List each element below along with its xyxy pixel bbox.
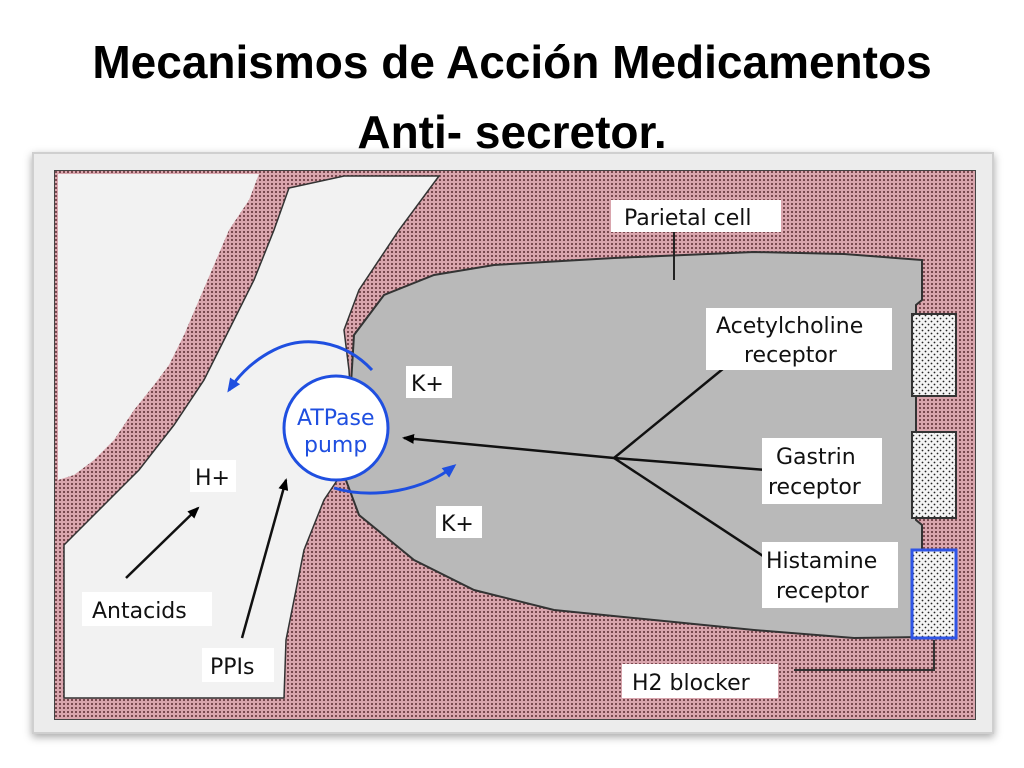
gastrin-label-box — [762, 438, 882, 504]
histamine-label-line2: receptor — [776, 579, 870, 604]
parietal-cell-label-box — [611, 200, 781, 232]
histamine-receptor-block — [910, 548, 958, 640]
k-plus-top-box — [406, 366, 452, 398]
signal-to-pump-arrow — [402, 433, 615, 460]
acetylcholine-label-line2: receptor — [744, 343, 838, 368]
acetylcholine-receptor-block — [911, 313, 957, 397]
antacids-label-box — [82, 592, 212, 626]
gastric-lumen — [63, 175, 441, 699]
acetylcholine-label-line1: Acetylcholine — [716, 314, 863, 339]
h2-blocker-pointer — [794, 640, 935, 671]
acetylcholine-label-box — [706, 308, 892, 370]
k-in-arrow — [227, 340, 374, 393]
atpase-label-line2: pump — [304, 433, 367, 458]
ppis-label-box — [202, 648, 274, 682]
histamine-signal-line — [613, 456, 767, 560]
ppis-label: PPIs — [210, 655, 254, 680]
parietal-cell-diagram: Parietal cell Acetylcholine receptor Gas… — [54, 170, 976, 720]
antacids-label: Antacids — [92, 599, 187, 624]
h-plus-label: H+ — [195, 466, 230, 491]
k-out-arrow — [333, 464, 457, 495]
histamine-label-box — [762, 542, 898, 608]
h2-blocker-label: H2 blocker — [632, 671, 751, 696]
histamine-label-line1: Histamine — [766, 549, 877, 574]
k-plus-bottom-box — [436, 506, 482, 538]
h-plus-box — [190, 460, 236, 492]
diagram-frame: Parietal cell Acetylcholine receptor Gas… — [32, 152, 994, 734]
gastrin-label-line1: Gastrin — [776, 445, 856, 470]
slide-title-line-1: Mecanismos de Acción Medicamentos — [92, 36, 932, 88]
k-plus-top-label: K+ — [411, 372, 444, 397]
slide-title-line-2: Anti- secretor. — [357, 106, 667, 158]
atpase-pump — [282, 374, 390, 482]
k-plus-bottom-label: K+ — [441, 512, 474, 537]
gastrin-signal-line — [613, 456, 767, 472]
antacids-arrow — [125, 506, 200, 579]
h2-blocker-label-box — [622, 664, 778, 698]
atpase-label-line1: ATPase — [297, 406, 375, 431]
gastrin-label-line2: receptor — [768, 475, 862, 500]
gastrin-receptor-block — [911, 431, 957, 519]
parietal-cell-label: Parietal cell — [624, 206, 752, 231]
ppis-arrow — [240, 478, 289, 639]
lumen-edge-region — [58, 174, 259, 480]
